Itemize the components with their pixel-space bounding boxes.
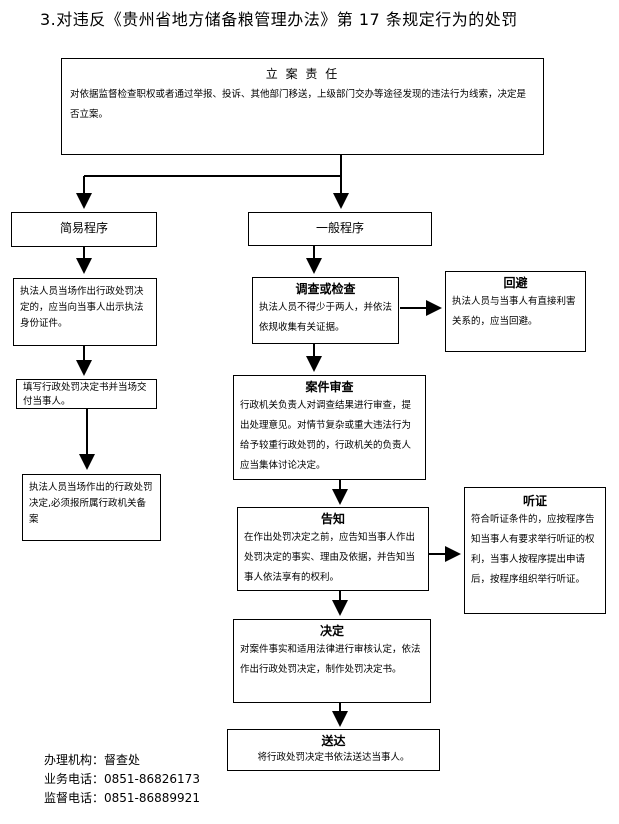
filing-heading: 立 案 责 任: [265, 67, 340, 81]
page-title: 3.对违反《贵州省地方储备粮管理办法》第 17 条规定行为的处罚: [40, 10, 518, 29]
case-review-heading: 案件审查: [305, 380, 354, 394]
delivery-text: 将行政处罚决定书依法送达当事人。: [257, 752, 410, 763]
case-review-box: 案件审查 行政机关负责人对调查结果进行审查，提出处理意见。对情节复杂或重大违法行…: [233, 375, 426, 480]
general-procedure-box: 一般程序: [248, 212, 432, 246]
simple-procedure-box: 简易程序: [11, 212, 157, 247]
investigation-text: 执法人员不得少于两人，并依法依规收集有关证据。: [259, 302, 393, 333]
recusal-heading: 回避: [503, 276, 528, 290]
recusal-text: 执法人员与当事人有直接利害关系的，应当回避。: [452, 296, 576, 327]
notice-heading: 告知: [320, 512, 345, 526]
hearing-heading: 听证: [522, 494, 547, 508]
hearing-text: 符合听证条件的，应按程序告知当事人有要求举行听证的权利，当事人按程序提出申请后，…: [471, 514, 595, 585]
investigation-box: 调查或检查 执法人员不得少于两人，并依法依规收集有关证据。: [252, 277, 399, 344]
delivery-heading: 送达: [321, 734, 346, 748]
business-phone: 业务电话：0851-86826173: [44, 772, 200, 786]
delivery-box: 送达 将行政处罚决定书依法送达当事人。: [227, 729, 440, 771]
decision-text: 对案件事实和适用法律进行审核认定，依法作出行政处罚决定，制作处罚决定书。: [240, 644, 421, 675]
simple-step-filing-record-text: 执法人员当场作出的行政处罚决定,必须报所属行政机关备案: [29, 482, 153, 525]
decision-box: 决定 对案件事实和适用法律进行审核认定，依法作出行政处罚决定，制作处罚决定书。: [233, 619, 431, 703]
case-review-text: 行政机关负责人对调查结果进行审查，提出处理意见。对情节复杂或重大违法行为给予较重…: [240, 400, 412, 471]
filing-text: 对依据监督检查职权或者通过举报、投诉、其他部门移送，上级部门交办等途径发现的违法…: [70, 89, 527, 120]
investigation-heading: 调查或检查: [295, 282, 356, 296]
notice-text: 在作出处罚决定之前，应告知当事人作出处罚决定的事实、理由及依据，并告知当事人依法…: [244, 532, 416, 583]
notice-box: 告知 在作出处罚决定之前，应告知当事人作出处罚决定的事实、理由及依据，并告知当事…: [237, 507, 429, 591]
simple-step-deliver-form-text: 填写行政处罚决定书并当场交付当事人。: [23, 382, 147, 407]
agency-label: 办理机构：督查处: [44, 753, 141, 767]
simple-step-deliver-form: 填写行政处罚决定书并当场交付当事人。: [16, 379, 157, 409]
simple-step-onsite-decision-text: 执法人员当场作出行政处罚决定的，应当向当事人出示执法身份证件。: [20, 286, 144, 329]
filing-box: 立 案 责 任 对依据监督检查职权或者通过举报、投诉、其他部门移送，上级部门交办…: [61, 58, 544, 155]
decision-heading: 决定: [319, 624, 344, 638]
recusal-box: 回避 执法人员与当事人有直接利害关系的，应当回避。: [445, 271, 586, 352]
simple-step-onsite-decision: 执法人员当场作出行政处罚决定的，应当向当事人出示执法身份证件。: [13, 278, 157, 346]
hearing-box: 听证 符合听证条件的，应按程序告知当事人有要求举行听证的权利，当事人按程序提出申…: [464, 487, 606, 614]
simple-step-filing-record: 执法人员当场作出的行政处罚决定,必须报所属行政机关备案: [22, 474, 161, 541]
supervision-phone: 监督电话：0851-86889921: [44, 791, 200, 805]
